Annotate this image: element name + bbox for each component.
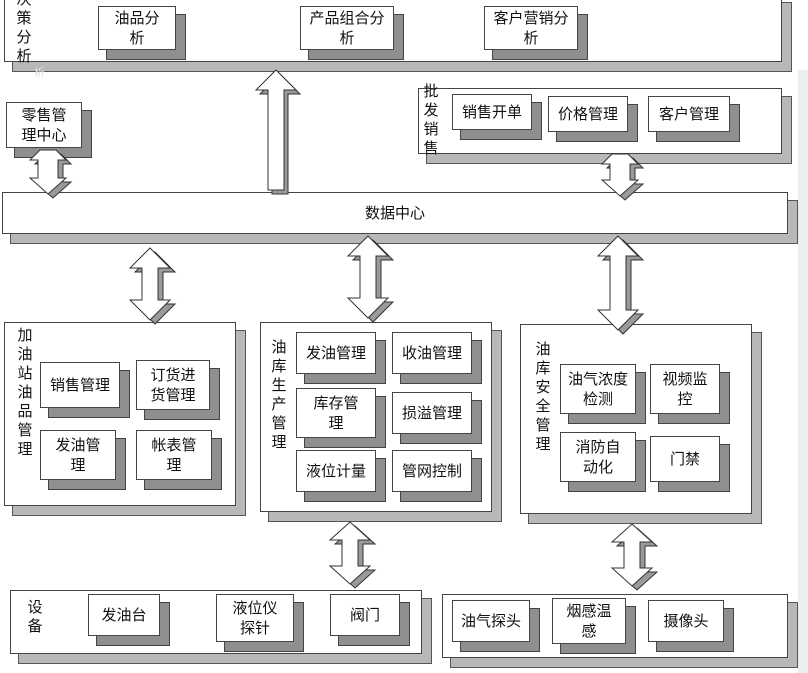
station-sales-management-box: 销售管理 <box>40 362 120 408</box>
depot-production-label: 油库生产管理 <box>271 338 287 451</box>
depot-safety-panel <box>520 324 752 514</box>
smoke-temp-sensor-box: 烟感温感 <box>552 598 626 644</box>
arrow-retail-datacenter <box>28 149 73 199</box>
video-monitoring-box: 视频监控 <box>650 364 720 414</box>
arrow-datacenter-depot-production <box>346 235 395 323</box>
depot-safety-label: 油库安全管理 <box>535 340 551 453</box>
camera-box: 摄像头 <box>648 600 724 642</box>
fire-automation-box: 消防自动化 <box>560 432 636 482</box>
depot-inventory-box: 库存管理 <box>296 388 376 438</box>
arrow-datacenter-station <box>128 247 177 325</box>
arrow-depot-production-equipment <box>328 521 377 589</box>
gas-concentration-box: 油气浓度检测 <box>560 364 636 414</box>
decision-analysis-label: 决策分析 <box>16 0 32 65</box>
station-dispatch-box: 发油管理 <box>40 430 116 480</box>
arrow-depot-safety-sensors <box>610 523 659 591</box>
depot-loss-gain-box: 损溢管理 <box>392 392 472 434</box>
gas-station-label: 加油站油品管理 <box>17 326 33 458</box>
equipment-label: 设备 <box>27 598 43 635</box>
background-strip <box>798 70 808 673</box>
depot-level-measure-box: 液位计量 <box>296 450 376 492</box>
customer-marketing-analysis-box: 客户营销分析 <box>484 6 578 50</box>
gas-probe-box: 油气探头 <box>452 600 530 642</box>
wholesale-label: 批发销售 <box>423 82 439 157</box>
retail-management-box: 零售管理中心 <box>6 102 82 148</box>
depot-pipeline-box: 管网控制 <box>392 450 472 492</box>
loading-rack-box: 发油台 <box>88 594 160 636</box>
customer-management-box: 客户管理 <box>648 96 730 132</box>
product-mix-analysis-box: 产品组合分析 <box>300 6 394 50</box>
level-gauge-probe-box: 液位仪探针 <box>216 594 294 642</box>
decision-analysis-overflow: 析 <box>34 66 45 79</box>
station-ordering-box: 订货进货管理 <box>136 360 210 410</box>
oil-analysis-box: 油品分析 <box>98 6 176 50</box>
arrow-datacenter-depot-safety <box>596 235 645 335</box>
station-ledger-box: 帐表管理 <box>136 430 212 480</box>
sales-order-box: 销售开单 <box>452 94 532 130</box>
access-control-box: 门禁 <box>650 436 720 482</box>
valve-box: 阀门 <box>330 594 400 636</box>
depot-dispatch-box: 发油管理 <box>296 332 376 374</box>
arrow-wholesale-datacenter <box>600 153 645 201</box>
price-management-box: 价格管理 <box>548 96 628 132</box>
depot-receiving-box: 收油管理 <box>392 332 472 374</box>
data-center-bar: 数据中心 <box>2 192 788 234</box>
arrow-decision-datacenter <box>254 69 302 195</box>
